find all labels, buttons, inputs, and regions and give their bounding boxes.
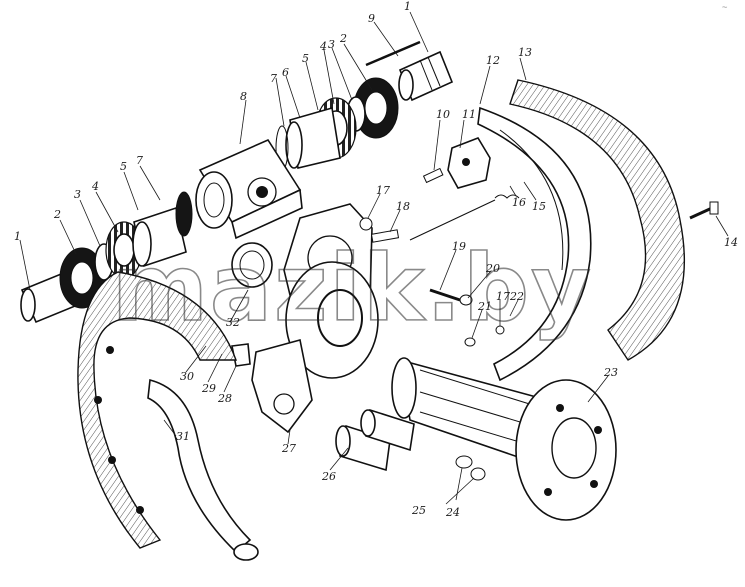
callout-16: 16 (512, 196, 526, 209)
callout-12: 12 (486, 54, 500, 67)
callout-24: 24 (445, 506, 460, 519)
lower-shaft-assembly (20, 191, 193, 324)
callout-26: 26 (321, 470, 336, 483)
callout-7-upper: 7 (270, 72, 277, 85)
splined-shaft-upper (398, 50, 454, 102)
callout-2-upper: 2 (339, 32, 347, 45)
callout-13: 13 (518, 46, 532, 59)
watermark-logo: mazik.by (112, 235, 593, 342)
callout-1-upper: 1 (404, 0, 411, 13)
callout-labels: 1 9 2 3 4 5 6 7 8 1 2 3 4 5 7 10 11 12 1… (14, 0, 738, 519)
corner-mark: ~ (722, 3, 728, 13)
brake-shoe-right (477, 79, 686, 382)
callout-20: 20 (485, 262, 500, 275)
callout-17-upper: 17 (376, 184, 390, 197)
callout-23: 23 (603, 366, 618, 379)
callout-32: 32 (226, 316, 240, 329)
callout-25: 25 (411, 504, 426, 517)
gear-ring-upper (353, 77, 399, 139)
callout-29: 29 (201, 382, 216, 395)
callout-27: 27 (281, 442, 296, 455)
gear-ring-lower (59, 247, 105, 309)
callout-18: 18 (396, 200, 410, 213)
callout-4-lower: 4 (91, 180, 99, 193)
callout-15: 15 (532, 200, 546, 213)
callout-1-lower: 1 (14, 230, 21, 243)
callout-19: 19 (452, 240, 466, 253)
ring-7-lower (175, 191, 193, 237)
callout-9: 9 (368, 12, 375, 25)
callout-28: 28 (217, 392, 232, 405)
callout-2-lower: 2 (53, 208, 61, 221)
callout-14: 14 (724, 236, 738, 249)
leader-lines (19, 11, 729, 505)
callout-22: 22 (509, 290, 524, 303)
callout-5-lower: 5 (120, 160, 127, 173)
middle-small-parts (207, 137, 520, 481)
callout-7-lower: 7 (136, 154, 143, 167)
gear-housing-8 (195, 138, 303, 240)
upper-shaft-assembly (195, 40, 454, 240)
callout-3-lower: 3 (74, 188, 81, 201)
callout-10: 10 (436, 108, 450, 121)
rod-9 (365, 40, 421, 67)
callout-3-upper: 3 (328, 38, 335, 51)
callout-8: 8 (240, 90, 247, 103)
callout-5-upper: 5 (302, 52, 309, 65)
callout-6-upper: 6 (282, 66, 289, 79)
callout-11: 11 (462, 108, 476, 121)
bolt-14 (689, 201, 719, 220)
callout-21: 21 (477, 300, 492, 313)
callout-30: 30 (180, 370, 194, 383)
flanged-axle (391, 357, 617, 521)
callout-17-lower: 17 (496, 290, 510, 303)
callout-4-upper: 4 (319, 40, 327, 53)
callout-31: 31 (176, 430, 190, 443)
